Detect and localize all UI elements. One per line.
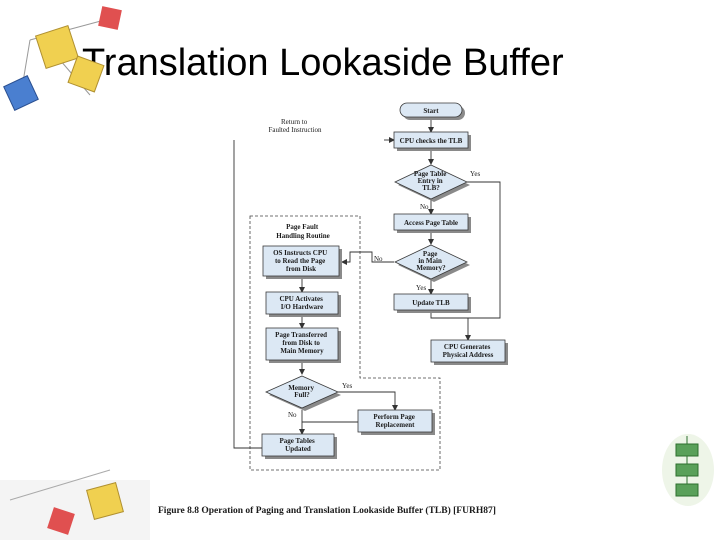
- svg-text:Perform Page Replacement: Perform Page Replacement: [373, 413, 416, 429]
- svg-text:Access Page Table: Access Page Table: [404, 219, 458, 227]
- slide-title: Translation Lookaside Buffer: [82, 42, 564, 84]
- decorative-cubes-top-left: [3, 6, 122, 111]
- svg-text:Page in Main Memor: Page in Main Memory?: [416, 250, 446, 272]
- edge-label-yes-tlb: Yes: [470, 170, 480, 178]
- svg-text:Start: Start: [423, 107, 439, 115]
- svg-text:Update TLB: Update TLB: [412, 299, 450, 307]
- node-perform-replacement: Perform Page Replacement: [357, 409, 435, 435]
- svg-text:CPU Generates Physical A: CPU Generates Physical Address: [443, 343, 494, 359]
- decorative-blocks-bottom-right: [662, 434, 714, 506]
- node-cpu-activates: CPU Activates I/O Hardware: [265, 291, 341, 317]
- edge-label-no-tlb: No: [420, 203, 429, 211]
- node-start: Start: [399, 102, 465, 120]
- svg-text:Page Transferred from Di: Page Transferred from Disk to Main Memor…: [275, 331, 329, 355]
- return-label: Return to Faulted Instruction: [268, 118, 322, 134]
- svg-text:CPU Activates I/O Hardwa: CPU Activates I/O Hardware: [279, 295, 324, 311]
- flow-connectors: [233, 118, 501, 449]
- node-tables-updated: Page Tables Updated: [261, 433, 337, 459]
- svg-text:CPU checks the TLB: CPU checks the TLB: [400, 137, 463, 145]
- node-generate-address: CPU Generates Physical Address: [430, 339, 508, 365]
- edge-label-yes-full: Yes: [342, 382, 352, 390]
- edge-label-no-memory: No: [374, 255, 383, 263]
- node-page-in-memory: Page in Main Memory?: [394, 244, 470, 282]
- decorative-cubes-bottom-left: [0, 469, 150, 540]
- node-entry-in-tlb: Page Table Entry in TLB?: [394, 164, 470, 202]
- svg-text:OS Instructs CPU to Read: OS Instructs CPU to Read the Page from D…: [273, 249, 329, 273]
- edge-label-yes-memory: Yes: [416, 284, 426, 292]
- node-memory-full: Memory Full?: [265, 375, 341, 411]
- node-os-instructs: OS Instructs CPU to Read the Page from D…: [262, 245, 342, 279]
- figure-caption: Figure 8.8 Operation of Paging and Trans…: [158, 505, 496, 516]
- svg-text:Memory Full?: Memory Full?: [288, 384, 315, 399]
- fault-routine-label: Page Fault Handling Routine: [276, 223, 330, 240]
- node-page-transferred: Page Transferred from Disk to Main Memor…: [265, 327, 341, 363]
- fault-routine-boundary: [249, 215, 441, 471]
- node-access-page-table: Access Page Table: [393, 213, 471, 233]
- edge-label-no-full: No: [288, 411, 297, 419]
- node-update-tlb: Update TLB: [393, 293, 471, 313]
- node-cpu-checks-tlb: CPU checks the TLB: [393, 131, 471, 151]
- svg-text:Page Tables Updated: Page Tables Updated: [280, 437, 317, 453]
- svg-text:Page Table Entry in: Page Table Entry in TLB?: [414, 170, 448, 192]
